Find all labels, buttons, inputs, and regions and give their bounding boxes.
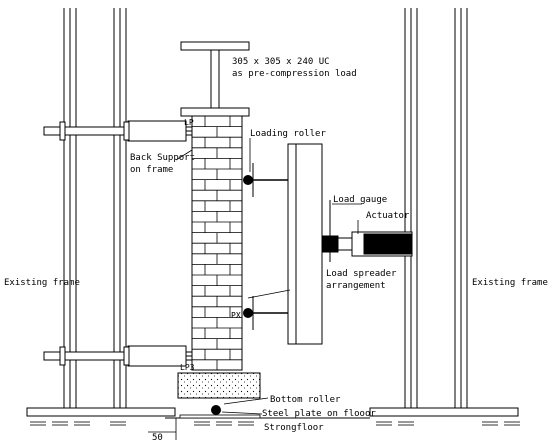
load-gauge-label: Load gauge (333, 195, 387, 205)
existing-frame-left-label: Existing frame (4, 278, 80, 288)
back-support-label: Back Support (130, 153, 195, 163)
right-frame-column (404, 8, 468, 412)
lp-top-label: LP (184, 118, 194, 127)
loading-rollers (243, 163, 288, 330)
steel-plate-label: Steel plate on flooor (262, 409, 376, 419)
load-spreader (287, 143, 323, 345)
universal-column-section (180, 41, 250, 117)
brick-courses (192, 116, 242, 370)
concrete-base-block (177, 372, 261, 399)
dimension-label: 50 (152, 433, 163, 443)
px-label: PX (231, 311, 241, 320)
load-spreader-label-2: arrangement (326, 281, 386, 291)
actuator-label: Actuator (366, 211, 410, 221)
bottom-roller (211, 405, 221, 415)
leader-lines (175, 138, 362, 415)
steel-plate (179, 414, 261, 419)
existing-frame-right-label: Existing frame (472, 278, 548, 288)
load-spreader-label: Load spreader (326, 269, 397, 279)
actuator (337, 231, 413, 257)
section-note-label: as pre-compression load (232, 69, 357, 79)
back-support-bottom (43, 345, 193, 367)
load-gauge (321, 200, 339, 262)
strongfloor-label: Strongfloor (264, 423, 324, 433)
section-label: 305 x 305 x 240 UC (232, 57, 330, 67)
back-support-label-2: on frame (130, 165, 173, 175)
back-support-top (43, 120, 193, 142)
bottom-roller-label: Bottom roller (270, 395, 341, 405)
loading-roller-label: Loading roller (250, 129, 326, 139)
left-frame-column (63, 8, 127, 412)
lp-bottom-label: LP3 (180, 363, 195, 372)
column-base-plates (26, 407, 519, 417)
floor-hatching (30, 421, 520, 426)
dimension-marker (148, 418, 177, 440)
